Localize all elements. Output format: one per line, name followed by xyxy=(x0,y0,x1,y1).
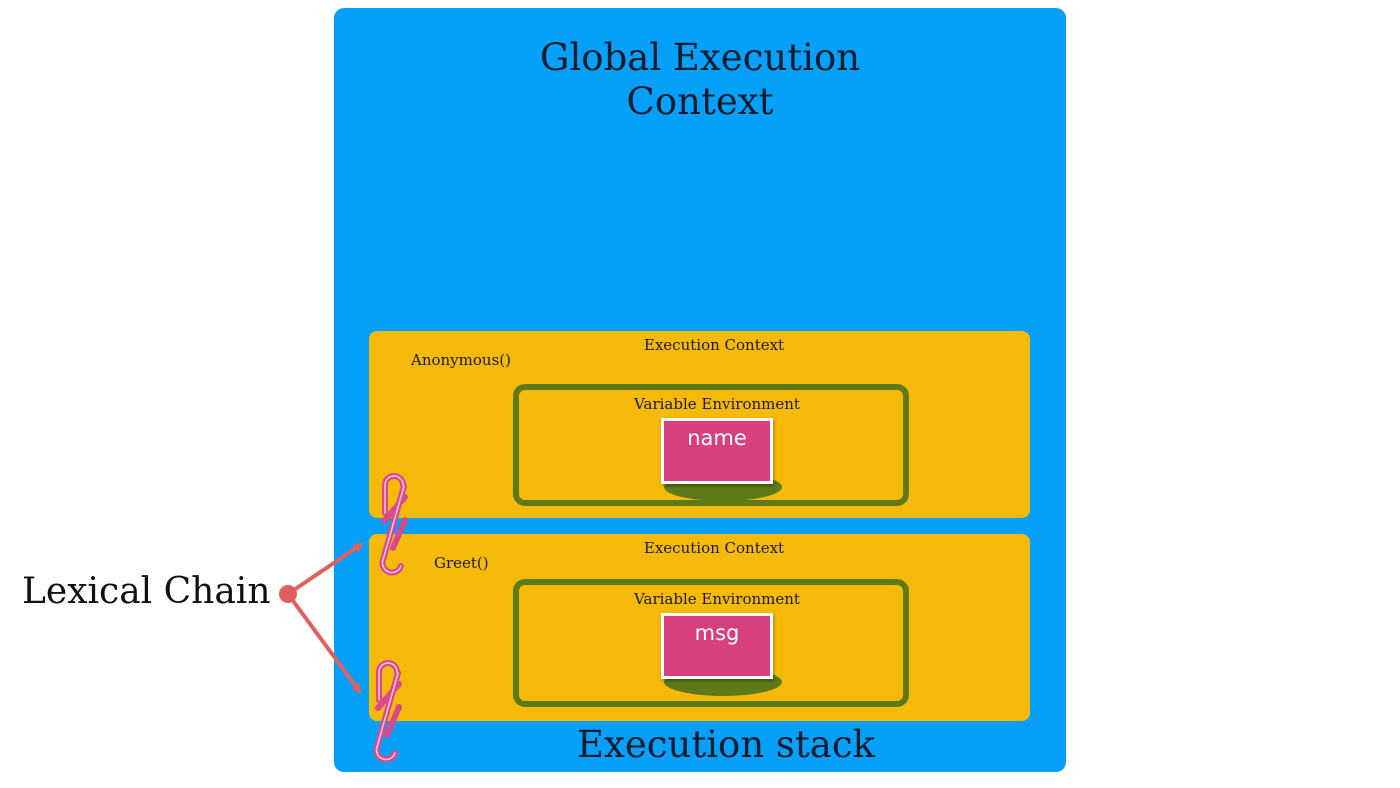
lexical-chain-arrow xyxy=(286,592,362,694)
execution-stack-label: Execution stack xyxy=(577,723,875,766)
execution-context-title: Execution Context xyxy=(643,539,785,557)
lexical-chain-dot xyxy=(279,585,297,603)
lexical-chain-label: Lexical Chain xyxy=(22,571,271,612)
chain-link-highlight xyxy=(375,662,399,761)
execution-context-title: Execution Context xyxy=(643,336,785,354)
execution-context-anonymous: Execution Context Anonymous() Variable E… xyxy=(369,331,1030,518)
lexical-chain-arrow xyxy=(286,542,364,596)
function-name: Greet() xyxy=(434,554,489,572)
variable-environment-title: Variable Environment xyxy=(634,590,800,608)
variable-environment: Variable Environment name xyxy=(513,384,909,506)
variable-card: msg xyxy=(661,613,773,679)
execution-context-greet: Execution Context Greet() Variable Envir… xyxy=(369,534,1030,721)
variable-environment: Variable Environment msg xyxy=(513,579,909,707)
function-name: Anonymous() xyxy=(411,351,511,369)
variable-card: name xyxy=(661,418,773,484)
global-context-title: Global Execution Context xyxy=(539,36,861,123)
chain-link-highlight xyxy=(381,475,405,574)
variable-environment-title: Variable Environment xyxy=(634,395,800,413)
